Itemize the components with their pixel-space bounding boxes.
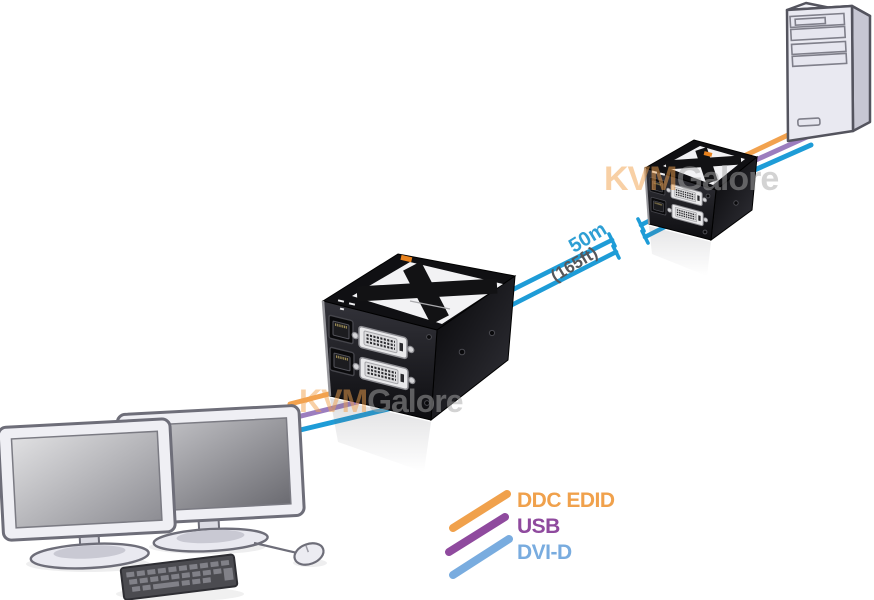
screw bbox=[458, 348, 466, 356]
mouse-button-divider bbox=[305, 545, 310, 553]
watermark-suffix: Galore bbox=[677, 160, 779, 198]
monitor-base-inner bbox=[176, 529, 245, 544]
mouse-body bbox=[293, 542, 325, 566]
led-mark bbox=[348, 302, 356, 306]
power-button bbox=[797, 117, 821, 127]
drive-bay bbox=[790, 40, 847, 56]
usb-cable bbox=[744, 133, 812, 167]
dvi-cable bbox=[747, 142, 814, 175]
drive-bay bbox=[791, 52, 848, 68]
led-mark bbox=[339, 307, 345, 311]
extender-reflection bbox=[330, 398, 431, 472]
mouse-cable bbox=[253, 541, 298, 555]
legend-label-ddc-edid: DDC EDID bbox=[517, 489, 615, 512]
watermark-prefix: KVM bbox=[604, 160, 677, 198]
drive-bay bbox=[789, 25, 847, 42]
led-mark bbox=[651, 170, 658, 174]
legend-label-dvi-d: DVI-D bbox=[517, 541, 572, 564]
catx-cable-1 bbox=[497, 237, 615, 299]
monitor-left bbox=[0, 417, 177, 570]
remote-extender-unit bbox=[643, 139, 759, 276]
legend-line-dvi-d bbox=[449, 535, 513, 579]
tower-front-details bbox=[789, 12, 848, 127]
dimension-tick bbox=[607, 232, 617, 248]
dimension-tick bbox=[636, 217, 646, 233]
mouse bbox=[253, 541, 325, 566]
screw bbox=[733, 200, 739, 206]
screw bbox=[426, 334, 432, 340]
legend-label-usb: USB bbox=[517, 515, 560, 538]
dimension-tick bbox=[611, 244, 621, 260]
brand-chip bbox=[703, 151, 713, 157]
keyboard-keys bbox=[126, 559, 234, 592]
screw bbox=[424, 400, 430, 406]
screw bbox=[702, 229, 708, 235]
local-extender-unit bbox=[321, 253, 517, 472]
label-print bbox=[409, 300, 451, 310]
led-mark bbox=[337, 299, 345, 303]
cable-legend: DDC EDID USB DVI-D bbox=[445, 489, 615, 579]
monitor-screen bbox=[10, 430, 163, 529]
extender-reflection bbox=[649, 226, 711, 276]
watermark: KVMGalore bbox=[299, 383, 463, 419]
legend-line-usb bbox=[445, 513, 509, 556]
screw bbox=[488, 329, 496, 337]
watermark-suffix: Galore bbox=[367, 383, 463, 419]
computer-tower bbox=[785, 1, 872, 143]
drive-bay-slot bbox=[794, 16, 827, 27]
keyboard bbox=[119, 553, 239, 600]
distance-label: 50m (165ft) bbox=[547, 218, 610, 285]
brand-chip bbox=[400, 254, 413, 263]
x-emblem bbox=[403, 261, 449, 325]
catx-cable-2 bbox=[499, 249, 619, 313]
led-mark bbox=[659, 172, 666, 176]
dimension-tick bbox=[640, 229, 650, 245]
screw bbox=[705, 193, 711, 199]
legend-line-ddc-edid bbox=[449, 490, 511, 532]
watermark: KVMGalore bbox=[604, 160, 778, 198]
x-emblem bbox=[695, 147, 718, 184]
watermark-prefix: KVM bbox=[299, 383, 367, 419]
monitor-base-inner bbox=[53, 545, 126, 559]
